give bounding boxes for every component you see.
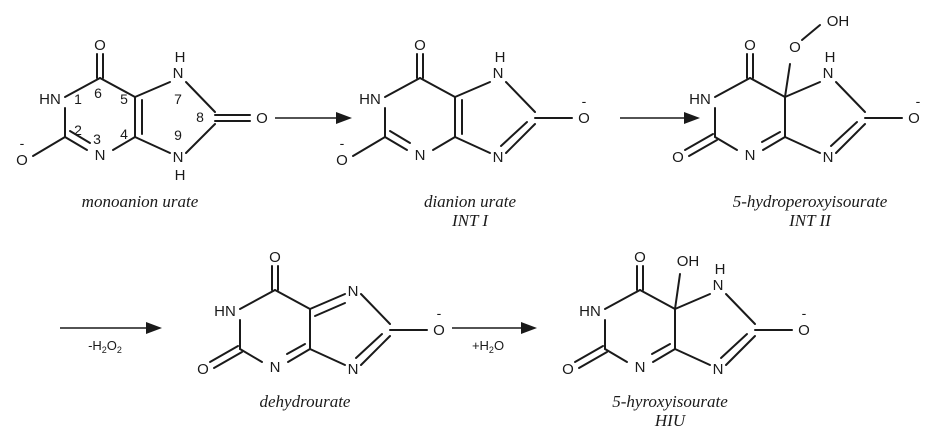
- molecule-caption-label: INT II: [788, 211, 832, 230]
- molecule-caption-label: HIU: [654, 411, 687, 430]
- atom-n: N: [635, 359, 646, 376]
- atom-n: N: [745, 147, 756, 164]
- atom-number: 3: [93, 131, 101, 147]
- molecule-monoanion-urate: O HN N O - N H N H O 1 2 3 4 5 6 7 8 9 m…: [16, 37, 268, 211]
- atom-n: N: [493, 65, 504, 82]
- atom-o: O: [908, 110, 920, 127]
- atom-hn: HN: [214, 303, 236, 320]
- atom-nh: N: [173, 65, 184, 82]
- atom-o: O: [414, 37, 426, 54]
- atom-nh: N: [173, 149, 184, 166]
- atom-h: H: [495, 49, 506, 66]
- reaction-arrow: -H2O2: [60, 322, 162, 355]
- atom-n: N: [713, 277, 724, 294]
- atom-o: O: [789, 39, 801, 56]
- molecule-hyroxyisourate: O HN N O OH N H N O - 5-hyroxyisourate H…: [562, 249, 810, 430]
- atom-n: N: [713, 361, 724, 378]
- atom-h: H: [825, 49, 836, 66]
- molecule-caption: monoanion urate: [82, 192, 199, 211]
- atom-n: N: [95, 147, 106, 164]
- atom-o: O: [744, 37, 756, 54]
- atom-number: 4: [120, 126, 128, 142]
- atom-o: O: [562, 361, 574, 378]
- atom-n: N: [823, 65, 834, 82]
- atom-n: N: [823, 149, 834, 166]
- atom-n: N: [270, 359, 281, 376]
- atom-hn: HN: [359, 91, 381, 108]
- atom-o: O: [672, 149, 684, 166]
- reaction-arrow: [620, 112, 700, 124]
- atom-n: N: [348, 283, 359, 300]
- atom-number: 7: [174, 91, 182, 107]
- atom-number: 8: [196, 109, 204, 125]
- atom-n: N: [493, 149, 504, 166]
- charge-minus: -: [582, 93, 587, 109]
- charge-minus: -: [20, 135, 25, 151]
- atom-n: N: [348, 361, 359, 378]
- atom-h: H: [175, 49, 186, 66]
- reaction-condition: -H2O2: [88, 338, 122, 355]
- atom-number: 9: [174, 127, 182, 143]
- molecule-caption: dianion urate: [424, 192, 517, 211]
- atom-o: O: [336, 152, 348, 169]
- reaction-arrow: +H2O: [452, 322, 537, 355]
- charge-minus: -: [802, 305, 807, 321]
- atom-o: O: [16, 152, 28, 169]
- atom-oh: OH: [827, 13, 850, 30]
- reaction-condition: +H2O: [472, 338, 504, 355]
- atom-o: O: [256, 110, 268, 127]
- molecule-caption: 5-hyroxyisourate: [612, 392, 728, 411]
- atom-hn: HN: [39, 91, 61, 108]
- atom-o: O: [578, 110, 590, 127]
- atom-h: H: [715, 261, 726, 278]
- molecule-caption-label: INT I: [451, 211, 489, 230]
- atom-n: N: [415, 147, 426, 164]
- atom-o: O: [94, 37, 106, 54]
- molecule-hydroperoxyisourate: O HN N O O OH N H N O - 5-hydroperoxyiso…: [672, 13, 921, 230]
- atom-o: O: [798, 322, 810, 339]
- charge-minus: -: [916, 93, 921, 109]
- atom-number: 5: [120, 91, 128, 107]
- atom-number: 1: [74, 91, 82, 107]
- atom-o: O: [197, 361, 209, 378]
- atom-hn: HN: [689, 91, 711, 108]
- reaction-arrow: [275, 112, 352, 124]
- atom-number: 6: [94, 85, 102, 101]
- molecule-dehydrourate: O HN N O N N O - dehydrourate: [197, 249, 445, 411]
- atom-number: 2: [74, 122, 82, 138]
- atom-o: O: [634, 249, 646, 266]
- atom-hn: HN: [579, 303, 601, 320]
- atom-o: O: [433, 322, 445, 339]
- molecule-caption: dehydrourate: [260, 392, 351, 411]
- charge-minus: -: [437, 305, 442, 321]
- atom-o: O: [269, 249, 281, 266]
- molecule-caption: 5-hydroperoxyisourate: [733, 192, 888, 211]
- atom-h: H: [175, 167, 186, 184]
- atom-oh: OH: [677, 253, 700, 270]
- molecule-dianion-urate: O HN N O - N H N O - dianion urate INT I: [336, 37, 590, 230]
- charge-minus: -: [340, 135, 345, 151]
